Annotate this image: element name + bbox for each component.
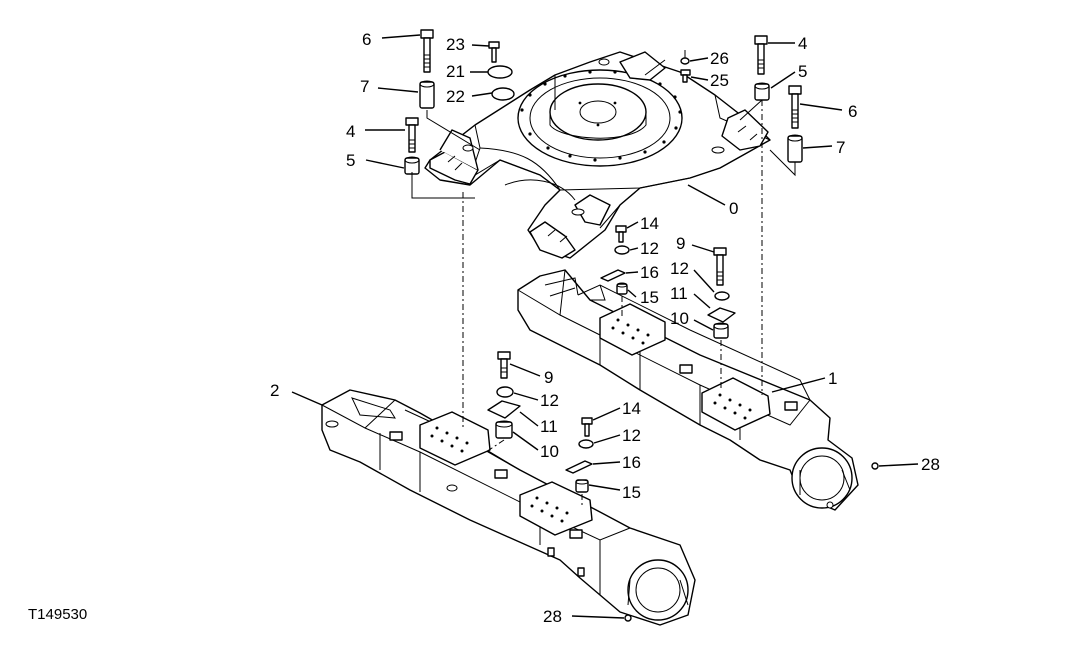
callout-28-lower: 28 <box>543 607 562 626</box>
spacer-15-lower <box>575 479 589 493</box>
callout-12-upper-a: 12 <box>640 239 659 258</box>
spacer-5-right <box>754 82 770 101</box>
spacer-7-left <box>419 80 435 109</box>
plate-11-lower <box>487 400 521 419</box>
callout-25: 25 <box>710 71 729 90</box>
washer-12-upper-b <box>714 291 730 301</box>
washer-12-lower-b <box>578 439 594 449</box>
callout-10-lower: 10 <box>540 442 559 461</box>
callout-28-right: 28 <box>921 455 940 474</box>
fitting-28-right <box>871 462 879 470</box>
callout-7-left: 7 <box>360 77 369 96</box>
washer-12-lower-a <box>496 386 514 398</box>
washer-12-upper-a <box>614 245 630 255</box>
callout-21: 21 <box>446 62 465 81</box>
callout-5-left: 5 <box>346 151 355 170</box>
callout-14-lower: 14 <box>622 399 641 418</box>
spacer-10-upper <box>713 322 729 339</box>
bolt-4-left <box>405 117 419 153</box>
screw-14-lower <box>581 417 593 437</box>
callout-9-lower: 9 <box>544 368 553 387</box>
callout-6-left: 6 <box>362 30 371 49</box>
bolt-6-right <box>788 85 802 129</box>
callout-5-right: 5 <box>798 62 807 81</box>
callout-labels: 6 7 4 5 23 21 22 26 25 4 5 6 7 0 14 12 1… <box>270 30 940 626</box>
callout-12-lower-b: 12 <box>622 426 641 445</box>
callout-23: 23 <box>446 35 465 54</box>
callout-9-upper: 9 <box>676 234 685 253</box>
callout-1: 1 <box>828 369 837 388</box>
plate-22 <box>491 87 515 101</box>
callout-7-right: 7 <box>836 138 845 157</box>
alignment-lines <box>411 50 796 505</box>
callout-16-lower: 16 <box>622 453 641 472</box>
leader-lines <box>291 34 919 619</box>
plate-16-lower <box>565 460 593 474</box>
bolt-4-right <box>754 35 768 75</box>
screw-23 <box>488 41 500 63</box>
side-frame-right <box>517 269 859 511</box>
callout-2: 2 <box>270 381 279 400</box>
callout-10-upper: 10 <box>670 309 689 328</box>
callout-4-left: 4 <box>346 122 355 141</box>
callout-22: 22 <box>446 87 465 106</box>
bolt-6-left <box>420 29 434 73</box>
spacer-15-upper <box>616 282 628 295</box>
washer-26 <box>680 57 690 65</box>
fitting-28-lower <box>624 614 632 622</box>
center-frame <box>424 51 771 259</box>
hardware <box>404 29 879 622</box>
screw-14-upper <box>615 225 627 243</box>
callout-12-upper-b: 12 <box>670 259 689 278</box>
bolt-9-upper <box>713 247 727 286</box>
bolt-9-lower <box>497 351 511 379</box>
spacer-7-right <box>787 134 803 163</box>
callout-15-lower: 15 <box>622 483 641 502</box>
plate-16-upper <box>600 269 626 282</box>
callout-4-right: 4 <box>798 34 807 53</box>
side-frame-left <box>321 389 696 626</box>
callout-15-upper: 15 <box>640 288 659 307</box>
callout-14-upper: 14 <box>640 214 659 233</box>
callout-11-lower: 11 <box>540 417 558 436</box>
callout-16-upper: 16 <box>640 263 659 282</box>
callout-12-lower-a: 12 <box>540 391 559 410</box>
spacer-5-left <box>404 156 420 175</box>
callout-26: 26 <box>710 49 729 68</box>
screw-25 <box>680 69 691 83</box>
figure-id: T149530 <box>28 606 87 623</box>
callout-11-upper: 11 <box>670 284 688 303</box>
callout-0: 0 <box>729 199 738 218</box>
plate-21 <box>487 65 513 79</box>
plate-11-upper <box>707 307 736 323</box>
callout-6-right: 6 <box>848 102 857 121</box>
spacer-10-lower <box>495 420 513 439</box>
